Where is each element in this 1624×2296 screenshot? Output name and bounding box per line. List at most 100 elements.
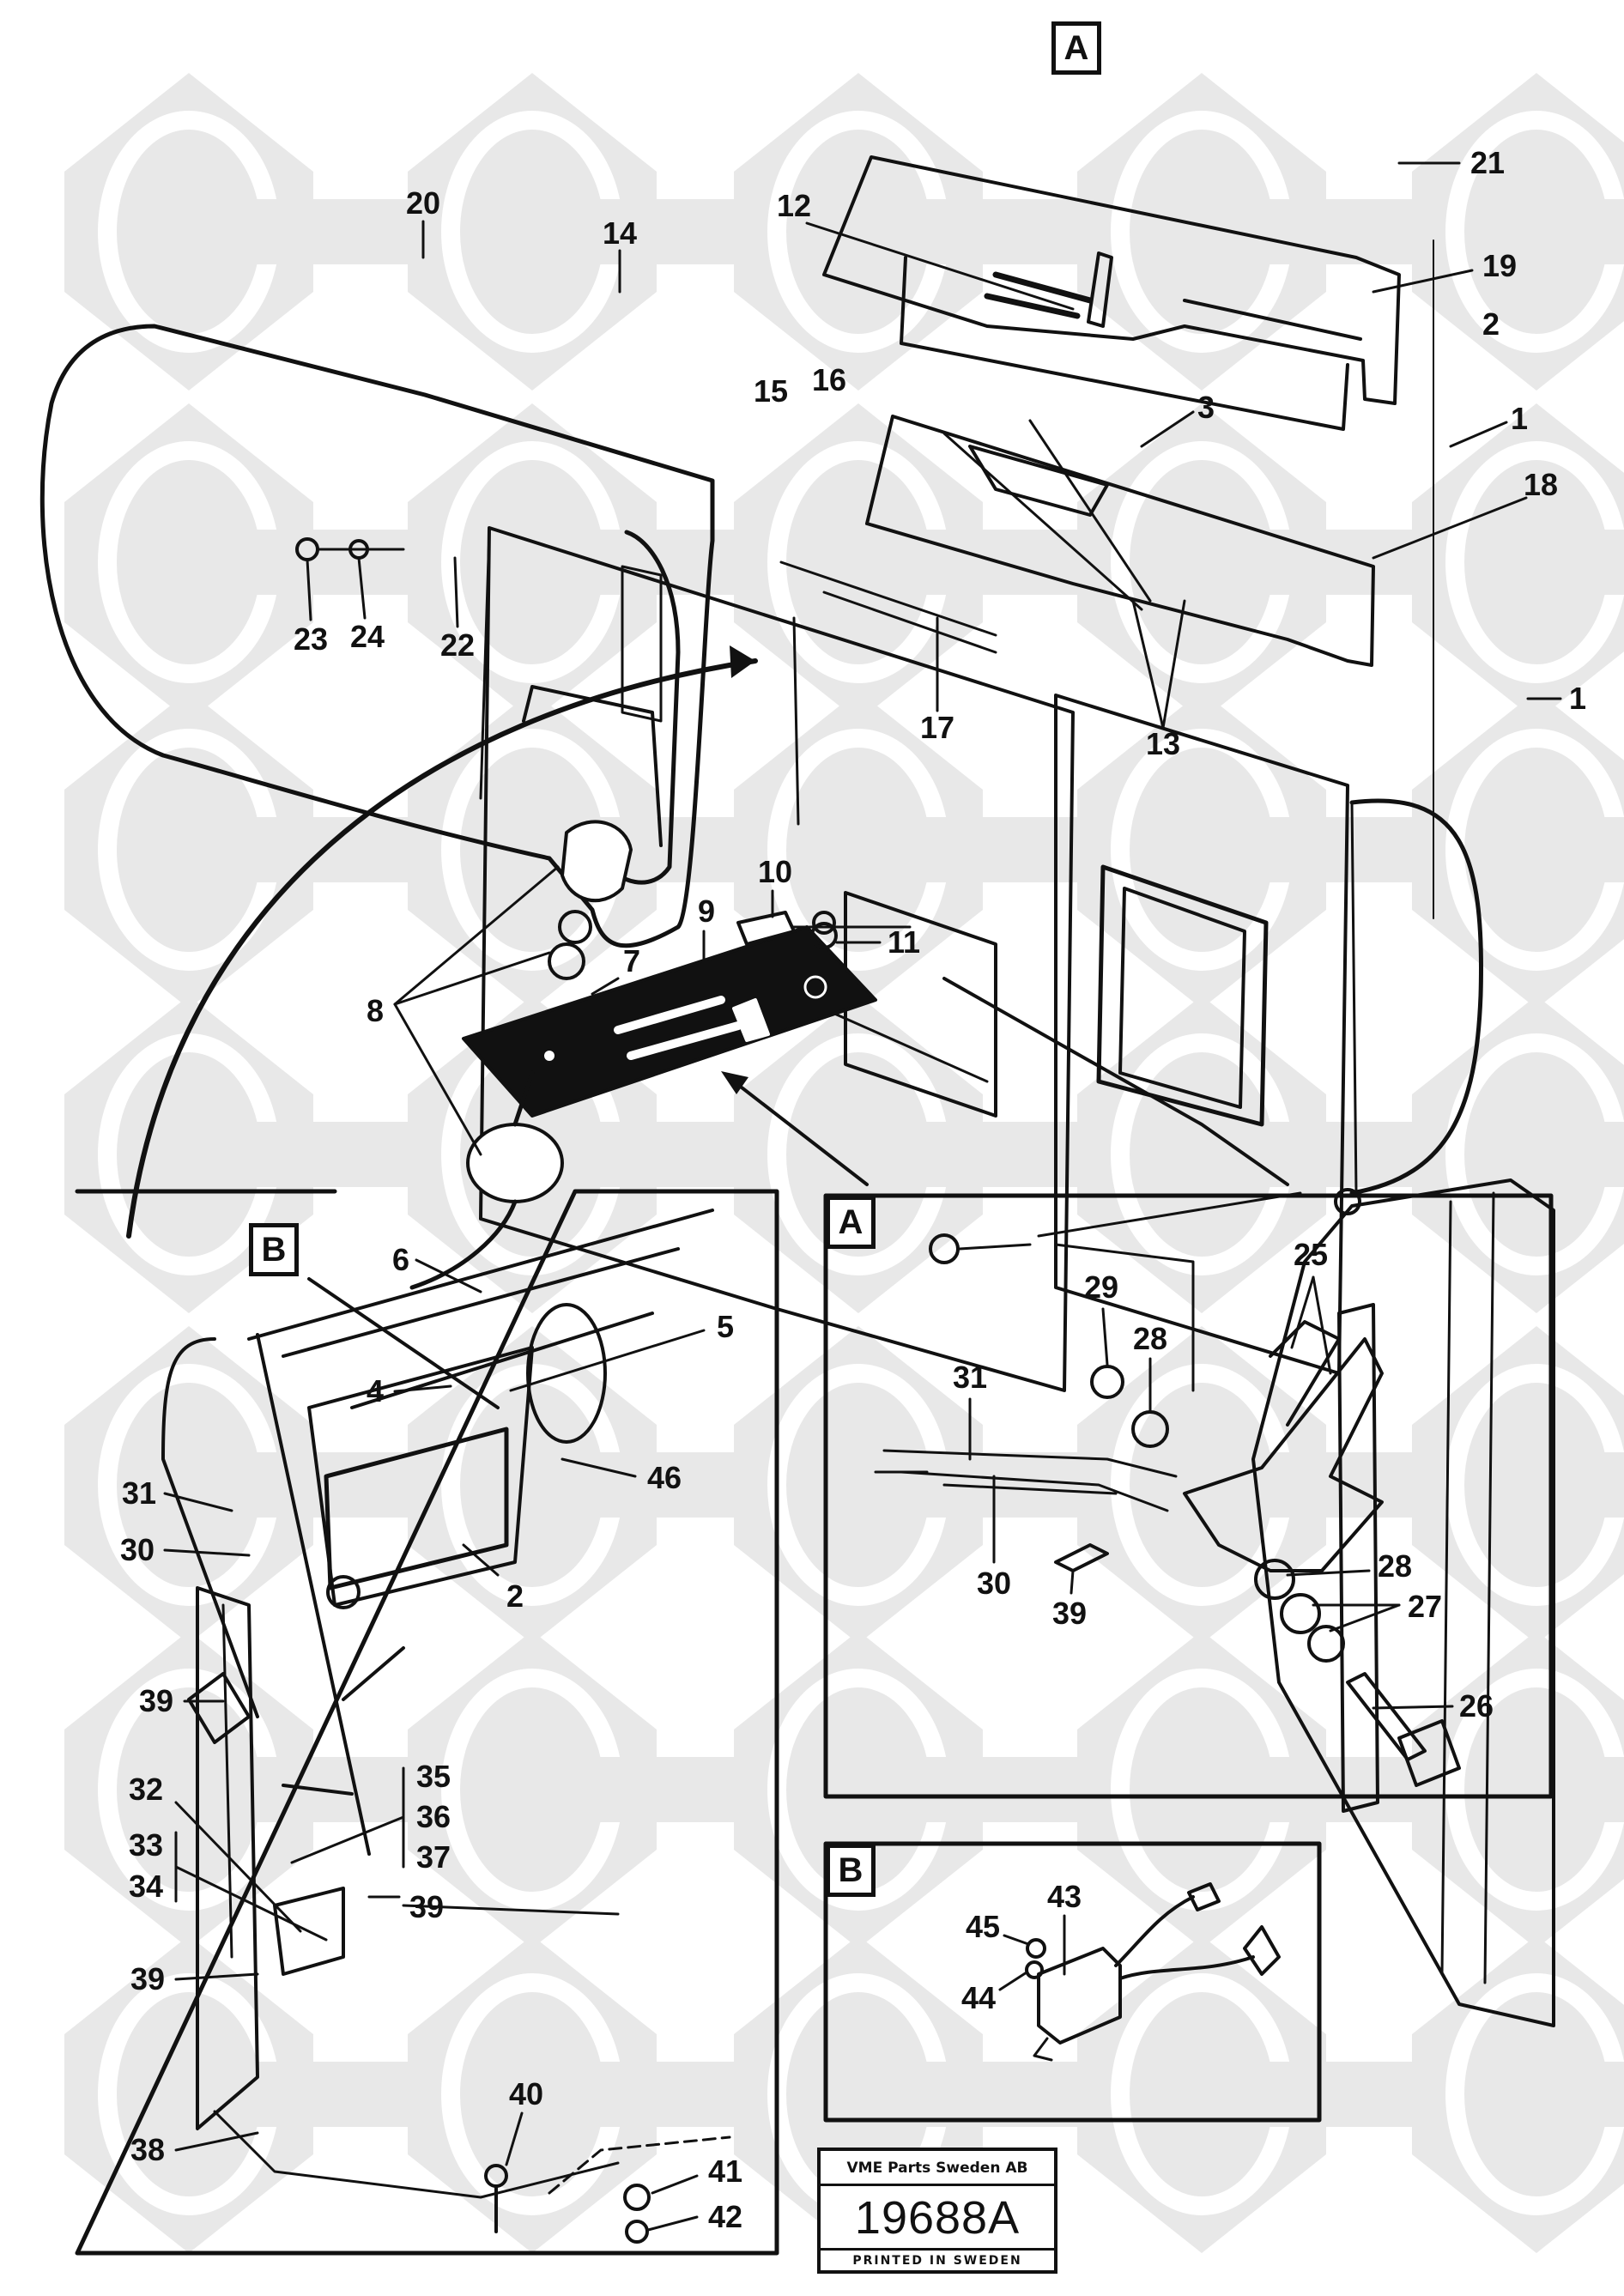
- callout-33: 33: [128, 1827, 164, 1863]
- title-stamp: VME Parts Sweden AB 19688A PRINTED IN SW…: [817, 2148, 1057, 2274]
- leader-13a: [1131, 599, 1165, 730]
- leader-8c: [393, 1003, 482, 1156]
- callout-30: 30: [119, 1532, 155, 1567]
- callout-37: 37: [415, 1839, 451, 1875]
- callout-4: 4: [366, 1373, 385, 1408]
- leader-a27b: [1329, 1603, 1401, 1633]
- detail-b-small-frame: [823, 1841, 1322, 2123]
- watermark-band: [155, 1122, 412, 1187]
- callout-24: 24: [349, 619, 385, 654]
- callout-16: 16: [811, 362, 847, 397]
- leader-7: [591, 977, 620, 996]
- watermark-band: [824, 817, 1082, 882]
- callout-23: 23: [293, 621, 329, 657]
- callout-a30: 30: [976, 1566, 1012, 1601]
- watermark-band: [1167, 1757, 1425, 1822]
- callout-22: 22: [439, 627, 476, 663]
- watermark-band: [1167, 2062, 1425, 2127]
- leader-41: [651, 2174, 699, 2195]
- callout-46: 46: [646, 1460, 682, 1495]
- leader-31: [163, 1492, 233, 1512]
- leader-b44: [998, 1971, 1028, 1991]
- callout-41: 41: [707, 2154, 743, 2189]
- callout-40: 40: [508, 2076, 544, 2111]
- callout-a31: 31: [952, 1360, 988, 1395]
- callout-19: 19: [1482, 248, 1518, 283]
- leader-2b: [462, 1543, 500, 1577]
- part-1-side-panel: [1251, 1178, 1555, 2027]
- watermark-band: [1502, 1452, 1624, 1518]
- callout-38: 38: [130, 2132, 166, 2167]
- part-8-knob: [548, 820, 633, 980]
- callout-20: 20: [405, 185, 441, 221]
- leader-42: [646, 2215, 699, 2232]
- leader-39c: [174, 1972, 259, 1981]
- callout-15: 15: [753, 373, 789, 409]
- detail-a-marker-top: A: [1051, 21, 1101, 75]
- callout-2b: 2: [506, 1578, 524, 1614]
- callout-5: 5: [716, 1309, 735, 1344]
- part-21-top-cover: [822, 155, 1401, 431]
- watermark-band: [1502, 530, 1624, 595]
- leader-5: [509, 1329, 706, 1392]
- watermark-band: [1502, 199, 1624, 264]
- callout-35: 35: [415, 1759, 451, 1794]
- watermark-band: [498, 1452, 755, 1518]
- watermark-band: [1502, 1757, 1624, 1822]
- callout-36: 36: [415, 1799, 451, 1834]
- watermark-band: [1167, 817, 1425, 882]
- watermark-band: [498, 1757, 755, 1822]
- callout-17: 17: [919, 710, 955, 745]
- detail-b-marker-main: B: [249, 1223, 299, 1276]
- leader-1: [1449, 421, 1508, 448]
- callout-a25: 25: [1293, 1237, 1329, 1272]
- leader-a29: [1101, 1307, 1109, 1366]
- part-23-screw: [295, 537, 319, 561]
- callout-34: 34: [128, 1869, 164, 1904]
- part-43-relay: [1033, 1882, 1281, 2062]
- watermark-band: [1167, 1122, 1425, 1187]
- part-1-duct: [1349, 798, 1483, 1196]
- callout-14: 14: [602, 215, 638, 251]
- leader-18: [1372, 496, 1528, 560]
- leader-8b: [393, 951, 551, 1006]
- leader-33-34: [174, 1865, 328, 1942]
- part-42-nut: [625, 2220, 649, 2244]
- leader-8a: [393, 865, 560, 1006]
- arrow-to-detail-a: [732, 1080, 869, 1186]
- callout-39c: 39: [130, 1961, 166, 1996]
- watermark-band: [1502, 2062, 1624, 2127]
- callout-32: 32: [128, 1772, 164, 1807]
- part-40-screw: [484, 2164, 508, 2188]
- curved-arrow: [126, 658, 758, 1239]
- callout-31: 31: [121, 1475, 157, 1511]
- callout-39a: 39: [138, 1683, 174, 1718]
- callout-21: 21: [1469, 145, 1506, 180]
- stamp-company: VME Parts Sweden AB: [821, 2151, 1054, 2186]
- leader-22: [453, 556, 459, 628]
- leader-32: [174, 1801, 302, 1933]
- callout-b44: 44: [960, 1980, 997, 2015]
- part-6-cable: [409, 1199, 518, 1290]
- detail-a-marker-panel: A: [826, 1196, 876, 1249]
- watermark-band: [824, 1122, 1082, 1187]
- leader-b45: [1003, 1934, 1030, 1946]
- detail-a-parts: [874, 1320, 1461, 1787]
- callout-13: 13: [1145, 726, 1181, 761]
- callout-a28a: 28: [1132, 1321, 1168, 1356]
- callout-b45: 45: [965, 1909, 1001, 1944]
- leader-3: [1140, 410, 1195, 448]
- detail-b-marker-panel: B: [826, 1844, 876, 1897]
- callout-42: 42: [707, 2199, 743, 2234]
- detail-b-heater: [161, 1209, 714, 2199]
- callout-6: 6: [391, 1242, 410, 1277]
- leader-a25a: [1290, 1275, 1315, 1349]
- arrowhead-curve: [730, 645, 755, 678]
- callout-b43: 43: [1046, 1879, 1082, 1914]
- watermark-band: [824, 2062, 1082, 2127]
- callout-1b: 1: [1568, 681, 1587, 716]
- watermark-band: [1502, 1122, 1624, 1187]
- leader-13b: [1161, 599, 1186, 730]
- callout-a39: 39: [1051, 1596, 1088, 1631]
